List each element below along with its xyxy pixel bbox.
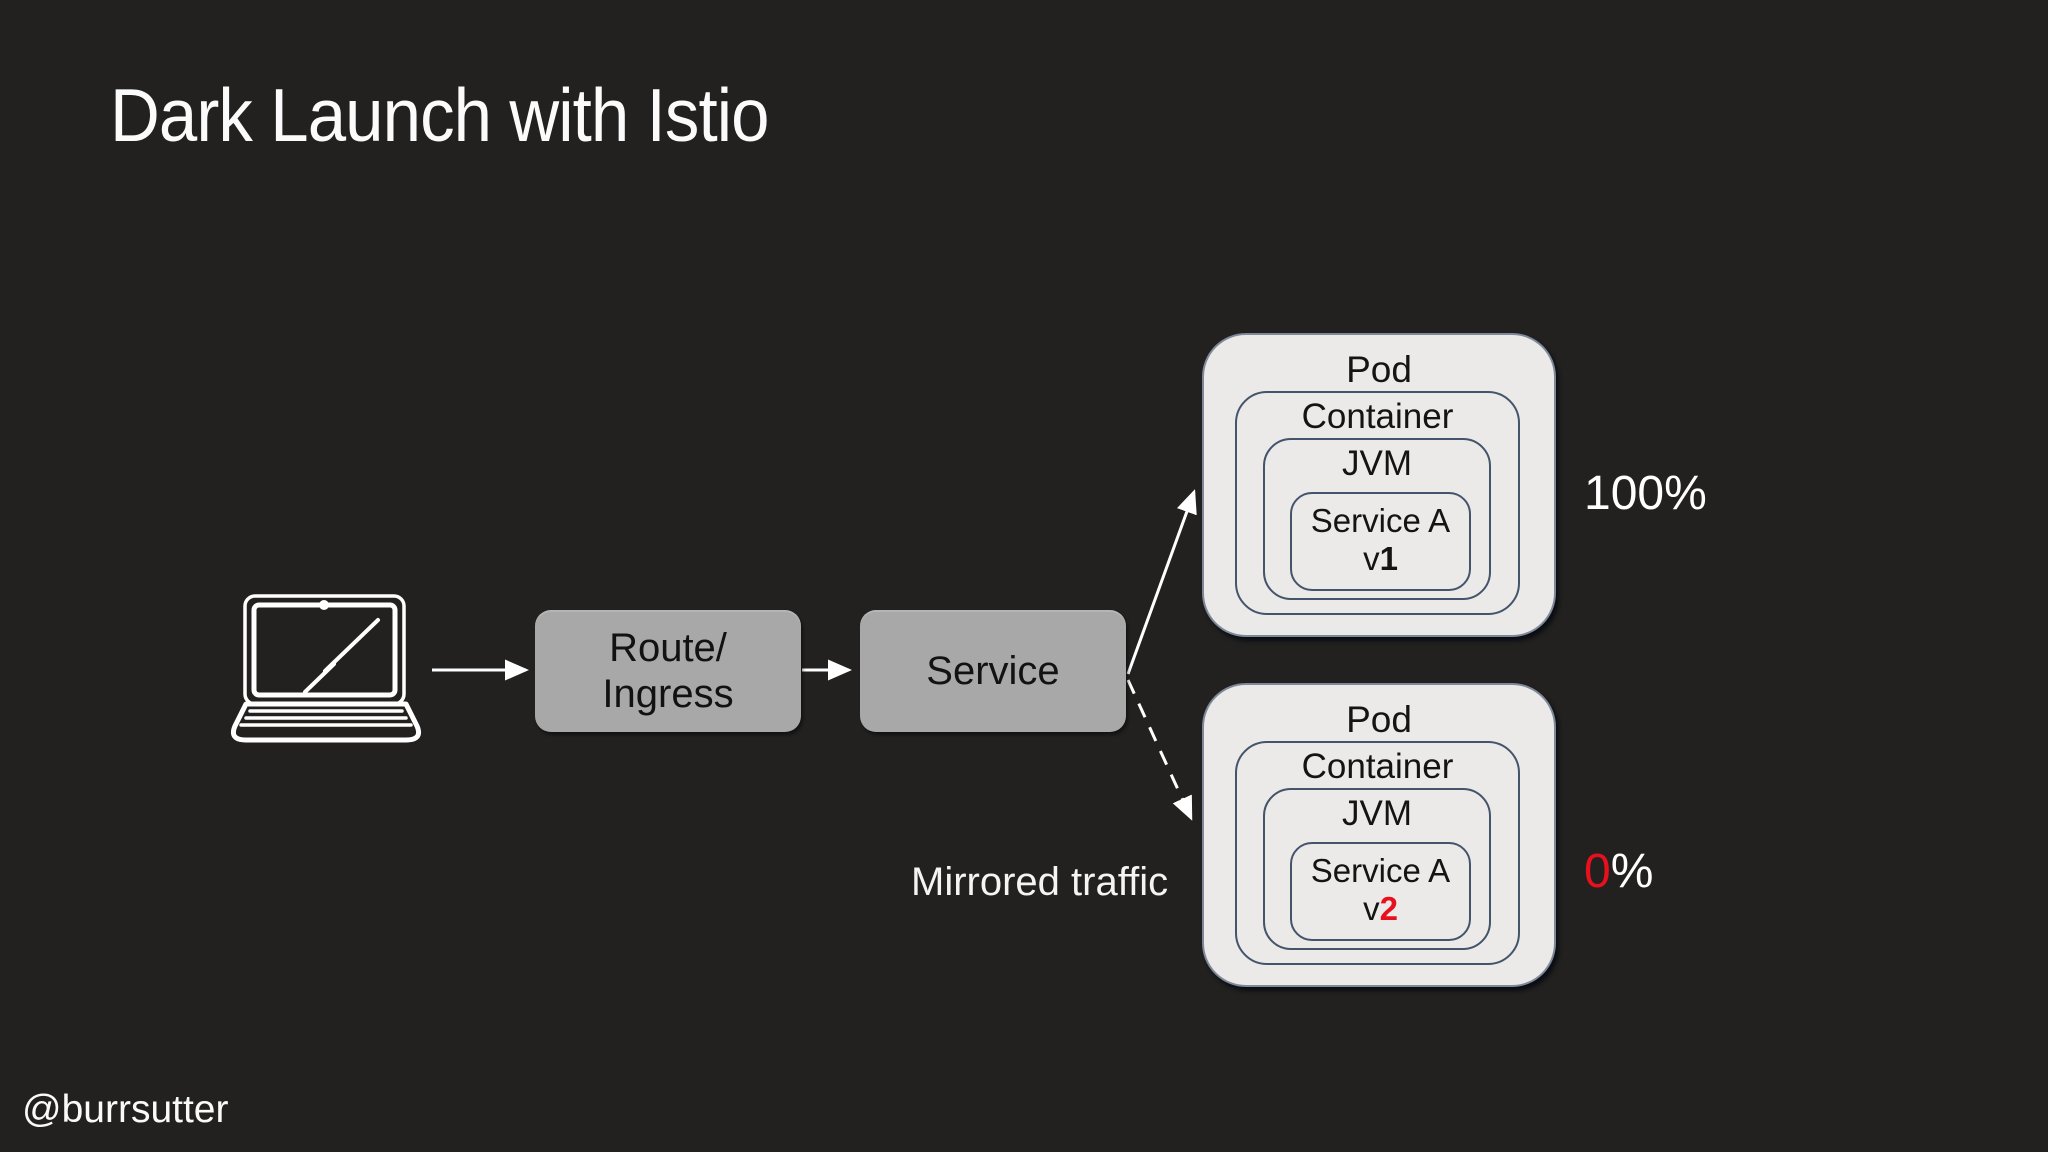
service-label: Service bbox=[926, 649, 1060, 693]
pod-v2: Pod Container JVM Service A v2 bbox=[1202, 683, 1556, 987]
pod-v2-label: Pod bbox=[1346, 699, 1412, 740]
laptop-icon bbox=[222, 592, 430, 750]
version-number: 1 bbox=[1379, 540, 1398, 577]
laptop-screen-inner bbox=[251, 602, 398, 698]
arrow-mirrored-to-pod-v2 bbox=[1126, 679, 1193, 821]
author-handle: @burrsutter bbox=[22, 1088, 229, 1131]
arrow-service-to-pod-v1 bbox=[1126, 489, 1197, 675]
slide-title: Dark Launch with Istio bbox=[110, 73, 769, 157]
version-number: 2 bbox=[1379, 890, 1398, 927]
pod-v1: Pod Container JVM Service A v1 bbox=[1202, 333, 1556, 637]
container-box-v2: Container JVM Service A v2 bbox=[1235, 741, 1520, 965]
service-node: Service bbox=[860, 610, 1126, 732]
traffic-percent-v1: 100% bbox=[1584, 466, 1707, 521]
service-a-box-v2: Service A v2 bbox=[1290, 842, 1471, 941]
container-v1-label: Container bbox=[1301, 397, 1454, 436]
service-a-v1-version: v1 bbox=[1292, 540, 1469, 578]
jvm-v2-label: JVM bbox=[1342, 794, 1412, 833]
service-a-v2-version: v2 bbox=[1292, 890, 1469, 928]
container-v2-label: Container bbox=[1301, 747, 1454, 786]
laptop-screen-outer bbox=[243, 594, 406, 706]
pod-v1-label: Pod bbox=[1346, 349, 1412, 390]
route-ingress-node: Route/ Ingress bbox=[535, 610, 801, 732]
jvm-v1-label: JVM bbox=[1342, 444, 1412, 483]
container-box-v1: Container JVM Service A v1 bbox=[1235, 391, 1520, 615]
version-prefix: v bbox=[1363, 890, 1380, 927]
service-a-v2-name: Service A bbox=[1310, 852, 1451, 889]
laptop-base bbox=[230, 701, 422, 743]
percent-sign: % bbox=[1664, 467, 1707, 520]
percent-sign: % bbox=[1610, 845, 1654, 898]
service-a-v1-name: Service A bbox=[1310, 502, 1451, 539]
route-label-line2: Ingress bbox=[602, 672, 734, 716]
laptop-glare-short bbox=[303, 662, 336, 694]
jvm-box-v1: JVM Service A v1 bbox=[1263, 438, 1491, 600]
service-a-box-v1: Service A v1 bbox=[1290, 492, 1471, 591]
percent-value: 0 bbox=[1584, 845, 1611, 898]
mirrored-traffic-label: Mirrored traffic bbox=[911, 860, 1169, 904]
version-prefix: v bbox=[1363, 540, 1380, 577]
jvm-box-v2: JVM Service A v2 bbox=[1263, 788, 1491, 950]
traffic-percent-v2: 0% bbox=[1584, 844, 1653, 899]
percent-value: 100 bbox=[1584, 467, 1665, 520]
route-label-line1: Route/ bbox=[609, 626, 727, 670]
laptop-webcam-dot bbox=[319, 600, 329, 610]
